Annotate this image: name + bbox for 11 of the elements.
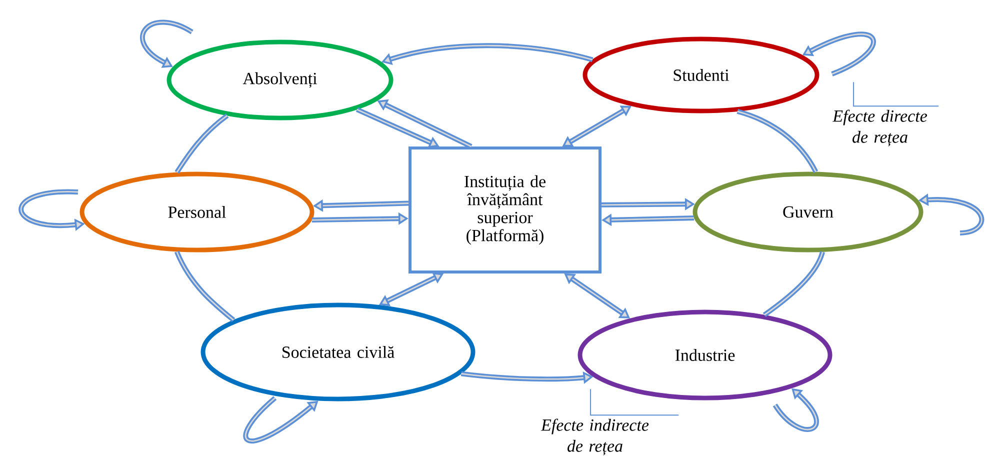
curved-connector bbox=[174, 114, 229, 174]
loop-arrow bbox=[772, 388, 819, 432]
leader-line bbox=[590, 388, 680, 416]
curved-connector bbox=[174, 250, 236, 322]
annotation-text: Efecte indirecte de rețea bbox=[540, 418, 649, 456]
leader-line bbox=[853, 82, 940, 107]
curved-connector bbox=[736, 108, 818, 174]
loop-arrow bbox=[140, 20, 194, 68]
platform-box: Instituția de învățământ superior (Platformă) bbox=[408, 146, 602, 274]
annotation-text: Efecte directe de rețea bbox=[832, 110, 927, 146]
curved-connector bbox=[762, 251, 825, 317]
